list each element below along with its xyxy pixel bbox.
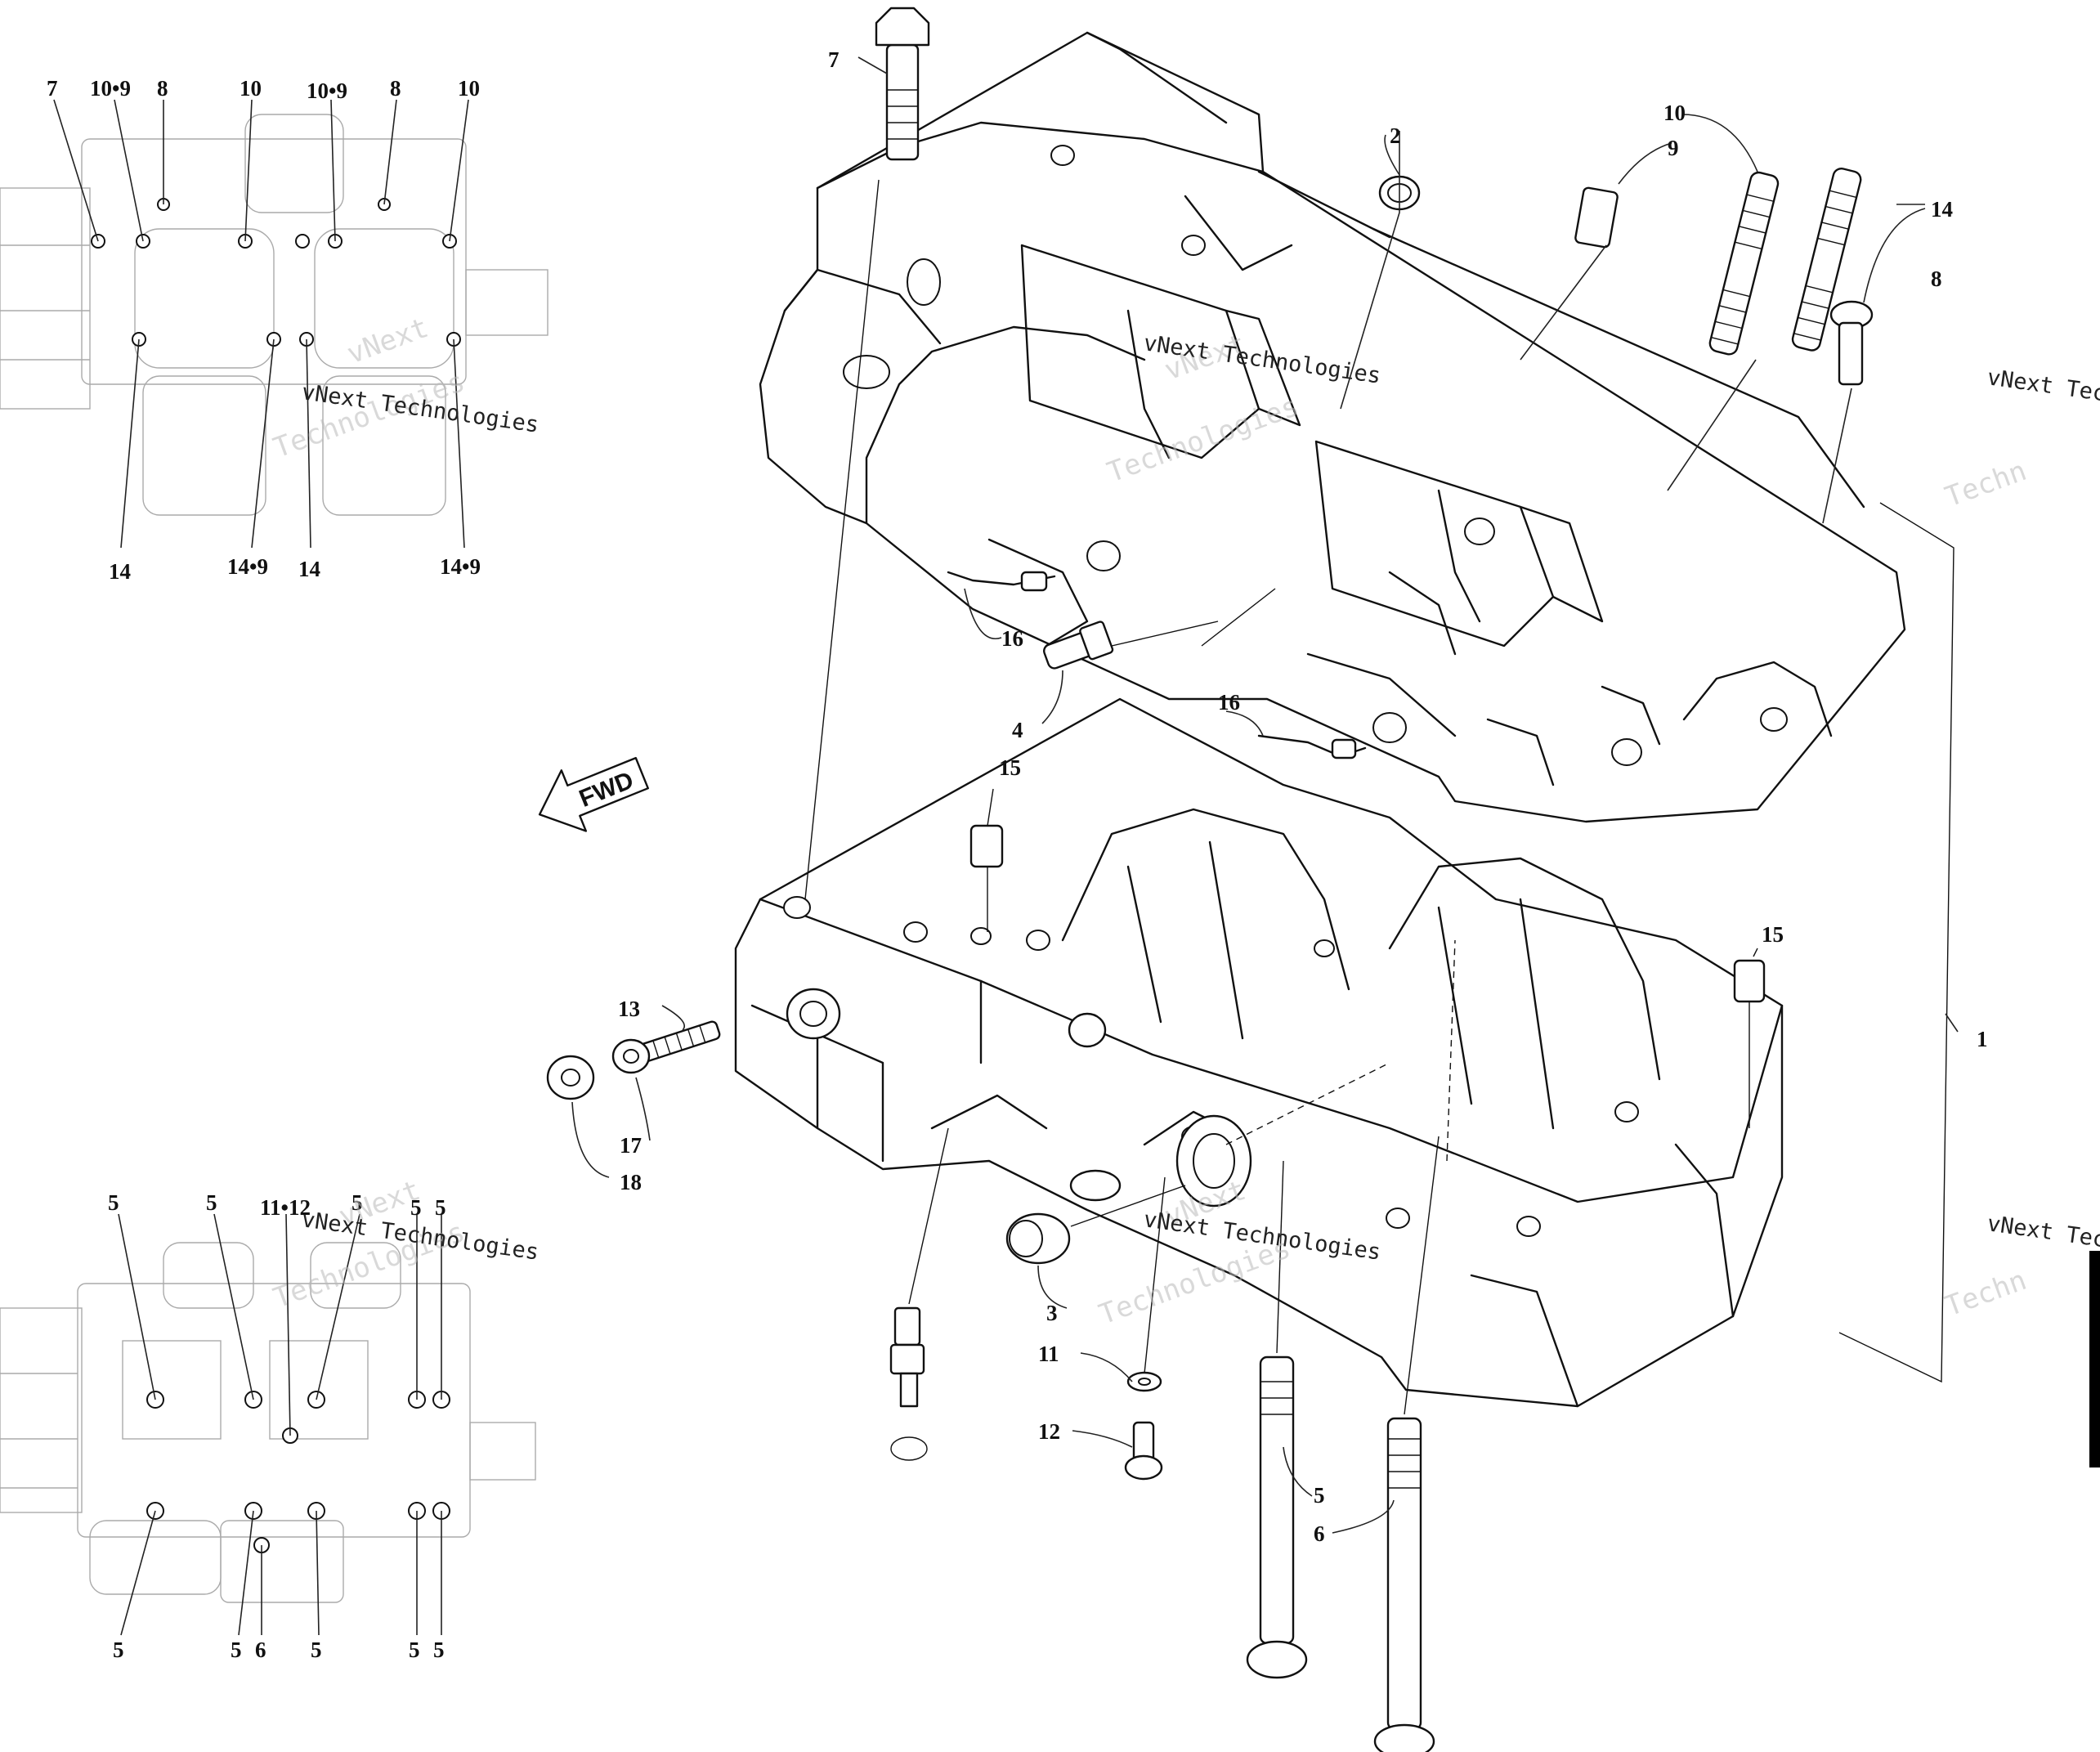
callout-label: 14 <box>298 557 320 581</box>
sensor <box>889 1306 928 1461</box>
dowel-15-a <box>969 824 1004 868</box>
bolt-8 <box>1829 300 1874 386</box>
callout-label: 10•9 <box>90 76 131 101</box>
small-parts <box>546 7 1874 1752</box>
main-leaders <box>571 56 1959 1534</box>
callout-label: 5 <box>410 1195 422 1220</box>
callout-label: 8 <box>1931 267 1942 291</box>
bolt-5 <box>1246 1355 1308 1679</box>
callout-label: 4 <box>1012 718 1023 742</box>
callout-label: 6 <box>1314 1521 1325 1546</box>
callout-label: 11 <box>1038 1342 1059 1366</box>
callout-label: 5 <box>435 1195 446 1220</box>
callout-label: 15 <box>1762 922 1784 947</box>
callout-label: 16 <box>1001 626 1023 651</box>
callout-label: 14 <box>109 559 131 584</box>
callout-label: 11•12 <box>260 1195 311 1220</box>
callout-label: 10 <box>1663 101 1686 125</box>
watermark-edge: Techn <box>1941 455 2031 514</box>
edge-bar <box>2089 1251 2100 1467</box>
fitting-4 <box>1043 621 1114 670</box>
callout-label: 5 <box>311 1638 322 1662</box>
callout-label: 14•9 <box>227 554 268 579</box>
callout-label: 9 <box>1668 136 1679 160</box>
main-callouts: 7 2 10 9 14 8 16 4 16 15 15 1 13 17 18 3… <box>618 47 1988 1546</box>
callout-label: 5 <box>113 1638 124 1662</box>
top-inset-engine-view: 7 10•9 8 10 10•9 8 10 14 14•9 14 14•9 vN… <box>0 76 549 584</box>
callout-label: 13 <box>618 997 640 1021</box>
stud-14 <box>1791 167 1862 352</box>
callout-label: 8 <box>157 76 168 101</box>
lower-crankcase-half <box>734 697 1784 1408</box>
callout-label: 10 <box>240 76 262 101</box>
callout-label: 5 <box>433 1638 445 1662</box>
callout-label: 8 <box>390 76 401 101</box>
watermark-line1: vNext <box>343 311 432 371</box>
bolt-6 <box>1373 1417 1435 1752</box>
watermark-edge: Techn <box>1941 1264 2031 1324</box>
watermark-edge: vNext Tec <box>1986 1211 2100 1252</box>
callout-label: 12 <box>1038 1419 1060 1444</box>
callout-label: 16 <box>1218 690 1240 715</box>
callout-label: 6 <box>255 1638 266 1662</box>
callout-label: 5 <box>351 1190 363 1215</box>
watermark-edge: vNext Tec <box>1986 365 2100 406</box>
dowel-9 <box>1574 186 1619 249</box>
callout-label: 5 <box>108 1190 119 1215</box>
callout-label: 2 <box>1390 123 1401 148</box>
screw-12 <box>1124 1421 1163 1481</box>
callout-label: 10 <box>458 76 480 101</box>
callout-label: 14•9 <box>440 554 481 579</box>
callout-label: 7 <box>828 47 840 72</box>
callout-label: 5 <box>1314 1483 1325 1508</box>
bottom-inset-engine-view: 5 5 11•12 5 5 5 5 5 6 5 5 5 vNext Techno… <box>0 1174 540 1662</box>
callout-label: 5 <box>231 1638 242 1662</box>
callout-label: 10•9 <box>307 78 347 103</box>
callout-label: 17 <box>620 1133 642 1158</box>
callout-label: 5 <box>206 1190 217 1215</box>
bolt-7 <box>875 7 930 161</box>
callout-label: 18 <box>620 1170 642 1194</box>
callout-label: 7 <box>47 76 58 101</box>
callout-label: 1 <box>1977 1027 1988 1051</box>
fwd-direction-arrow: FWD <box>538 756 649 832</box>
callout-label: 15 <box>999 755 1021 780</box>
callout-label: 3 <box>1046 1301 1058 1325</box>
stud-10 <box>1708 171 1780 356</box>
dowel-15-b <box>1733 959 1766 1003</box>
callout-label: 5 <box>409 1638 420 1662</box>
callout-label: 14 <box>1931 197 1953 222</box>
upper-crankcase-half <box>759 31 1906 823</box>
